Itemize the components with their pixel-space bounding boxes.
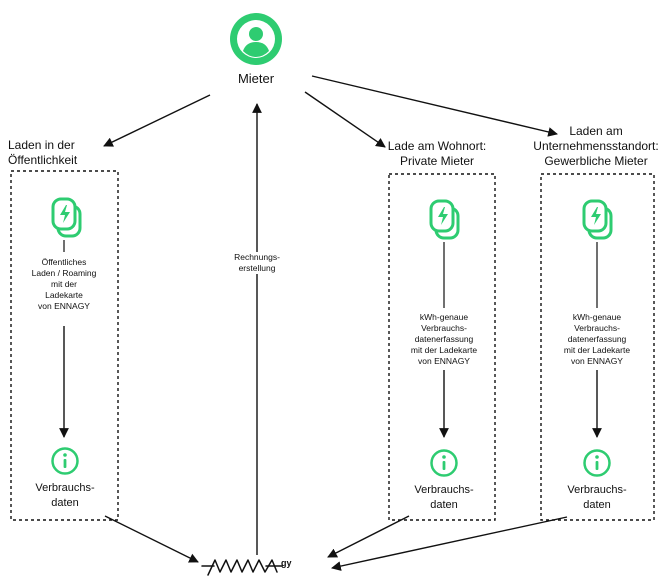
business-charging-description: kWh-genaue Verbrauchs- datenerfassung mi… [563, 312, 631, 367]
billing-label: Rechnungs- erstellung [222, 252, 292, 275]
charging-card-icon [428, 198, 462, 242]
arrow-tenant-to-business [311, 75, 558, 137]
charging-card-icon [581, 198, 615, 242]
arrow-tenant-to-public [103, 94, 211, 147]
home-charging-box [388, 173, 496, 521]
ennagy-logo: gy [201, 558, 292, 576]
business-usage-data-label: Verbrauchs- daten [567, 484, 627, 511]
home-charging-description: kWh-genaue Verbrauchs- datenerfassung mi… [410, 312, 478, 367]
user-avatar-icon [230, 13, 282, 65]
public-charging-description: Öffentliches Laden / Roaming mit der Lad… [31, 257, 97, 312]
charging-card-icon [50, 196, 84, 240]
info-icon [429, 448, 459, 478]
home-charging-heading: Lade am Wohnort: Private Mieter [387, 139, 487, 168]
arrow-business-data-to-ennagy [331, 516, 568, 571]
public-usage-data-label: Verbrauchs- daten [35, 482, 95, 509]
arrow-tenant-to-home [304, 91, 386, 148]
svg-text:gy: gy [281, 558, 292, 568]
arrow-home-data-to-ennagy [327, 515, 410, 558]
public-charging-heading: Laden in der Öffentlichkeit [8, 138, 78, 167]
home-usage-data-label: Verbrauchs- daten [414, 484, 474, 511]
business-charging-heading: Laden am Unternehmensstandort: Gewerblic… [533, 124, 659, 168]
arrow-public-data-to-ennagy [104, 515, 199, 563]
info-icon [50, 446, 80, 476]
info-icon [582, 448, 612, 478]
tenant-label: Mieter [237, 71, 275, 86]
business-charging-box [540, 173, 655, 521]
